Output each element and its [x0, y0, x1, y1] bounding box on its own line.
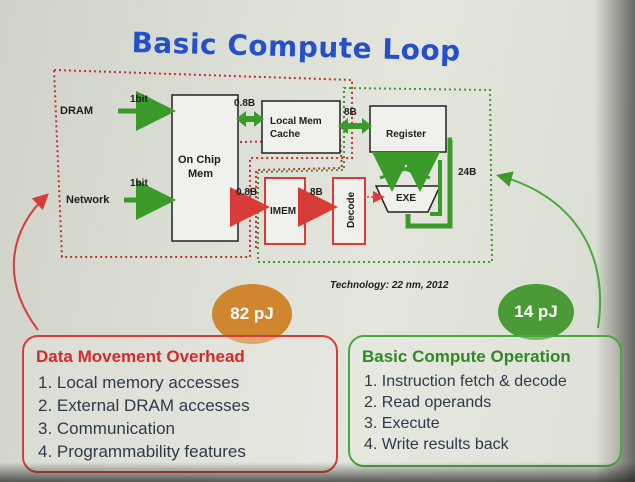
bw-exe-label: 24B — [458, 167, 476, 178]
bw-imem-label: 0.8B — [236, 187, 257, 198]
overhead-list: 1. Local memory accesses 2. External DRA… — [38, 371, 250, 463]
list-item: 1. Instruction fetch & decode — [364, 373, 567, 390]
technology-label: Technology: 22 nm, 2012 — [330, 280, 449, 291]
compute-list: 1. Instruction fetch & decode 2. Read op… — [364, 371, 567, 455]
basic-compute-operation-box: Basic Compute Operation 1. Instruction f… — [348, 335, 622, 467]
decode-label: Decode — [346, 191, 357, 228]
cache-register-arrowhead-left — [338, 118, 348, 134]
on-chip-mem-box — [171, 94, 239, 242]
list-item: 4. Write results back — [364, 436, 509, 453]
bw-decode-label: 8B — [310, 187, 323, 198]
projection-edge — [595, 0, 635, 482]
register-label: Register — [386, 129, 426, 140]
data-movement-overhead-box: Data Movement Overhead 1. Local memory a… — [22, 335, 338, 473]
register-cross-b — [379, 158, 431, 180]
compute-heading: Basic Compute Operation — [362, 347, 571, 366]
dram-bits-label: 1bit — [130, 94, 148, 105]
on-chip-mem-label-2: Mem — [188, 168, 213, 180]
network-bits-label: 1bit — [130, 178, 148, 189]
list-item: 4. Programmability features — [38, 442, 246, 461]
dram-label: DRAM — [60, 105, 93, 117]
compute-curve-arrow — [496, 171, 602, 329]
overhead-energy-badge: 82 pJ — [212, 284, 292, 344]
bw-cache-label: 0.8B — [234, 98, 255, 109]
list-item: 2. Read operands — [364, 394, 492, 411]
local-mem-cache-box — [261, 100, 341, 154]
projection-bottom-edge — [0, 462, 635, 482]
overhead-region-outline — [52, 68, 353, 258]
list-item: 2. External DRAM accesses — [38, 396, 250, 415]
network-label: Network — [66, 194, 110, 206]
overhead-curve-arrow — [12, 193, 49, 331]
cache-label-1: Local Mem — [270, 116, 322, 127]
decode-box — [332, 177, 366, 245]
mem-cache-arrowhead-left — [236, 111, 246, 127]
bw-register-label: 8B — [344, 107, 357, 118]
list-item: 1. Local memory accesses — [38, 373, 240, 392]
exe-writeback-loop — [405, 137, 453, 229]
exe-writeback-loop-inner — [430, 160, 442, 216]
compute-energy-badge: 14 pJ — [498, 284, 574, 340]
imem-label: IMEM — [270, 206, 296, 217]
cache-label-2: Cache — [270, 129, 300, 140]
list-item: 3. Execute — [364, 415, 440, 432]
compute-region-outline — [257, 86, 494, 263]
exe-label: EXE — [396, 193, 416, 204]
on-chip-mem-label-1: On Chip — [178, 154, 221, 166]
overhead-heading: Data Movement Overhead — [36, 347, 245, 366]
list-item: 3. Communication — [38, 419, 176, 438]
mem-cache-arrowhead-right — [254, 111, 264, 127]
cache-register-arrowhead-right — [362, 118, 372, 134]
